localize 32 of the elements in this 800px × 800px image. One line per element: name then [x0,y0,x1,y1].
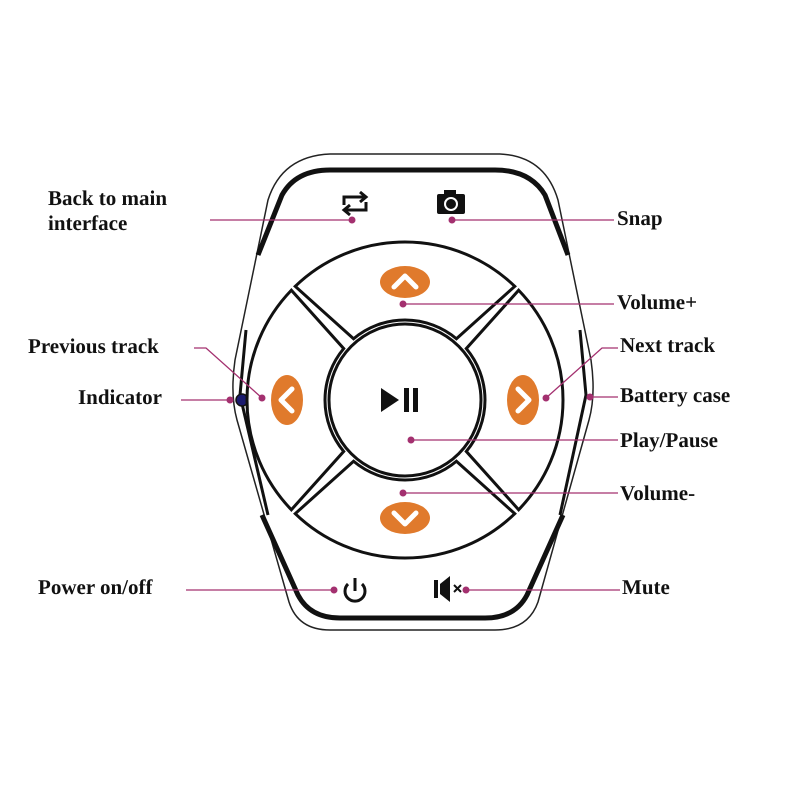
callout-label: Back to main interface [48,186,208,236]
callout-label: Mute [622,575,670,600]
leader-line [194,347,266,402]
mute-icon [434,576,462,602]
callout-label: Snap [617,206,663,231]
leader-line [400,300,614,308]
power-icon [344,578,366,603]
callout-label: Volume- [620,481,696,506]
play-pause-button [328,322,482,478]
callout-label: Volume+ [617,290,698,315]
leader-line [400,490,618,496]
volume-down-pad [294,460,516,560]
callout-label: Power on/off [38,575,153,600]
next-track-pad [464,288,564,512]
repeat-button-icon [342,190,368,216]
leader-line [586,394,618,400]
leader-line [462,586,620,594]
volume-up-pad [294,240,516,340]
leader-line [181,396,234,404]
callout-label: Indicator [78,385,162,410]
remote-housing [230,152,596,632]
callout-label: Battery case [620,383,730,408]
camera-icon [437,190,465,214]
callout-label: Play/Pause [620,428,718,453]
leader-line [210,216,356,224]
previous-track-pad [246,288,346,512]
leader-line [542,347,618,402]
leader-line [186,586,338,594]
callout-label: Previous track [28,334,159,359]
callout-label: Next track [620,333,716,358]
leader-line [448,216,614,224]
leader-line [408,436,618,444]
